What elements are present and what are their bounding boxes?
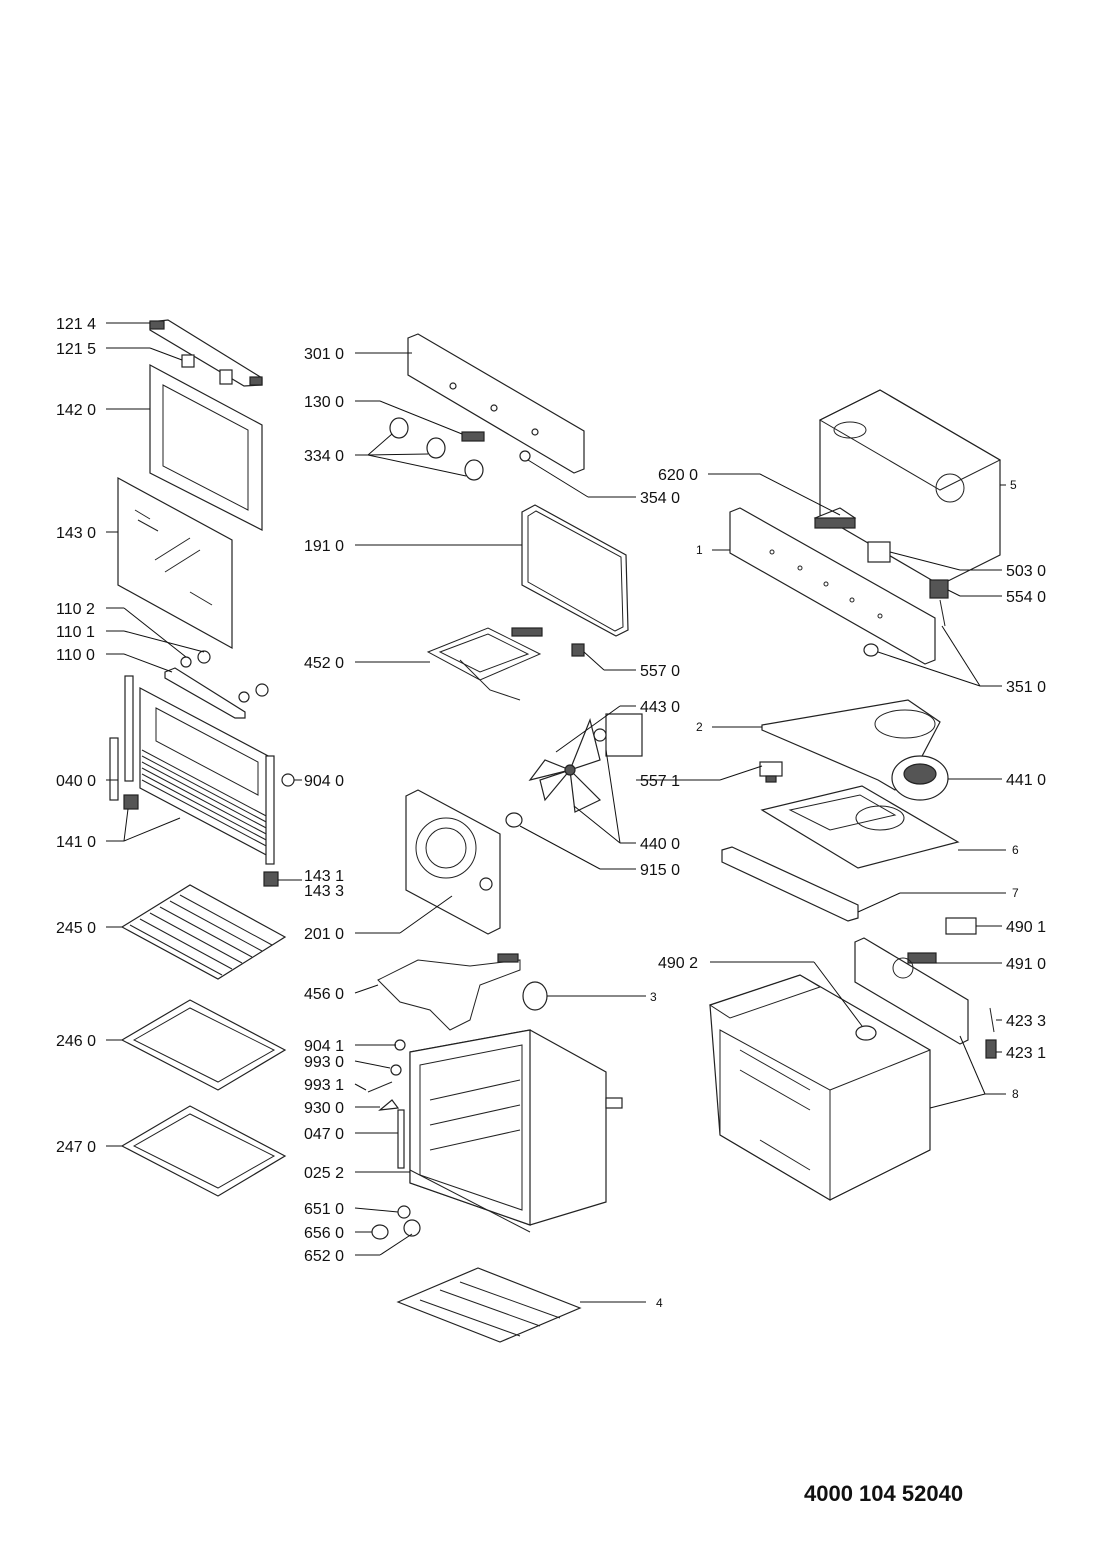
- label-3: 3: [650, 990, 657, 1004]
- label-8: 8: [1012, 1087, 1019, 1101]
- label-452-0: 452 0: [304, 655, 344, 672]
- label-130-0: 130 0: [304, 394, 344, 411]
- oven-cavity-part: [409, 1029, 623, 1226]
- label-301-0: 301 0: [304, 346, 344, 363]
- label-142-0: 142 0: [56, 402, 96, 419]
- label-354-0: 354 0: [640, 490, 680, 507]
- label-993-0: 993 0: [304, 1054, 344, 1071]
- label-143-0: 143 0: [56, 525, 96, 542]
- drip-pan-part: [120, 1105, 287, 1197]
- label-110-0: 110 0: [56, 647, 95, 664]
- label-4: 4: [656, 1296, 663, 1310]
- cooling-fan-duct-part: [761, 699, 949, 801]
- cavity-base-part: [396, 1267, 582, 1343]
- control-board-bracket-part: [729, 507, 936, 665]
- door-bumpers-part: [164, 650, 269, 719]
- door-hinge-block-part: [263, 773, 295, 887]
- label-490-1: 490 1: [1006, 919, 1046, 936]
- label-025-2: 025 2: [304, 1165, 344, 1182]
- label-121-4: 121 4: [56, 316, 96, 333]
- label-201-0: 201 0: [304, 926, 344, 943]
- label-351-0: 351 0: [1006, 679, 1046, 696]
- label-503-0: 503 0: [1006, 563, 1046, 580]
- label-620-0: 620 0: [658, 467, 698, 484]
- document-code: 4000 104 52040: [804, 1481, 964, 1506]
- door-seal-gasket-part: [521, 504, 629, 637]
- label-491-0: 491 0: [1006, 956, 1046, 973]
- door-hinge-clips-part: [181, 354, 233, 385]
- door-switch-part: [759, 761, 783, 783]
- top-cover-part: [818, 389, 1002, 586]
- cooling-duct-floor-part: [760, 785, 960, 869]
- label-110-1: 110 1: [56, 624, 95, 641]
- control-panel-part: [407, 333, 585, 474]
- label-141-0: 141 0: [56, 834, 96, 851]
- label-656-0: 656 0: [304, 1225, 344, 1242]
- wire-shelf-rack-part: [120, 884, 287, 980]
- rear-fan-cover-part: [405, 789, 501, 935]
- label-423-1: 423 1: [1006, 1045, 1046, 1062]
- control-knobs-part: [389, 417, 531, 481]
- label-930-0: 930 0: [304, 1100, 344, 1117]
- inner-door-glass-part: [117, 476, 233, 650]
- label-245-0: 245 0: [56, 920, 96, 937]
- label-651-0: 651 0: [304, 1201, 344, 1218]
- label-441-0: 441 0: [1006, 772, 1046, 789]
- label-191-0: 191 0: [304, 538, 344, 555]
- outer-door-glass-part: [149, 363, 263, 531]
- label-904-1: 904 1: [304, 1038, 344, 1055]
- label-047-0: 047 0: [304, 1126, 344, 1143]
- back-panel-part: [854, 937, 969, 1045]
- label-557-0: 557 0: [640, 663, 680, 680]
- outer-casing-part: [708, 974, 931, 1201]
- label-490-2: 490 2: [658, 955, 698, 972]
- cavity-fittings-part: [367, 1039, 531, 1240]
- label-121-5: 121 5: [56, 341, 96, 358]
- label-6: 6: [1012, 843, 1019, 857]
- label-143-1: 143 1: [304, 868, 344, 885]
- top-heating-element-part: [426, 627, 585, 701]
- label-143-3: 143 3: [304, 883, 344, 900]
- bottom-heating-element-part: [377, 953, 548, 1031]
- fan-motor-part: [505, 713, 643, 828]
- label-7: 7: [1012, 886, 1019, 900]
- label-554-0: 554 0: [1006, 589, 1046, 606]
- label-456-0: 456 0: [304, 986, 344, 1003]
- label-1: 1: [696, 543, 703, 557]
- label-443-0: 443 0: [640, 699, 680, 716]
- label-110-2: 110 2: [56, 601, 95, 618]
- label-423-3: 423 3: [1006, 1013, 1046, 1030]
- label-652-0: 652 0: [304, 1248, 344, 1265]
- door-hinge-rails-part: [109, 675, 275, 865]
- label-2: 2: [696, 720, 703, 734]
- inner-door-frame-part: [139, 687, 273, 859]
- door-top-trim-part: [149, 319, 263, 387]
- label-247-0: 247 0: [56, 1139, 96, 1156]
- label-5: 5: [1010, 478, 1017, 492]
- label-334-0: 334 0: [304, 448, 344, 465]
- baking-tray-part: [120, 999, 287, 1091]
- label-040-0: 040 0: [56, 773, 96, 790]
- label-440-0: 440 0: [640, 836, 680, 853]
- front-vent-panel-part: [721, 846, 859, 922]
- label-246-0: 246 0: [56, 1033, 96, 1050]
- electronic-components-part: [813, 507, 949, 657]
- label-557-1: 557 1: [640, 773, 680, 790]
- part-labels: 121 4 121 5 142 0 143 0 110 2 110 1 110 …: [56, 316, 1046, 1310]
- label-993-1: 993 1: [304, 1077, 344, 1094]
- leader-lines: [106, 322, 1006, 1303]
- label-915-0: 915 0: [640, 862, 680, 879]
- label-904-0: 904 0: [304, 773, 344, 790]
